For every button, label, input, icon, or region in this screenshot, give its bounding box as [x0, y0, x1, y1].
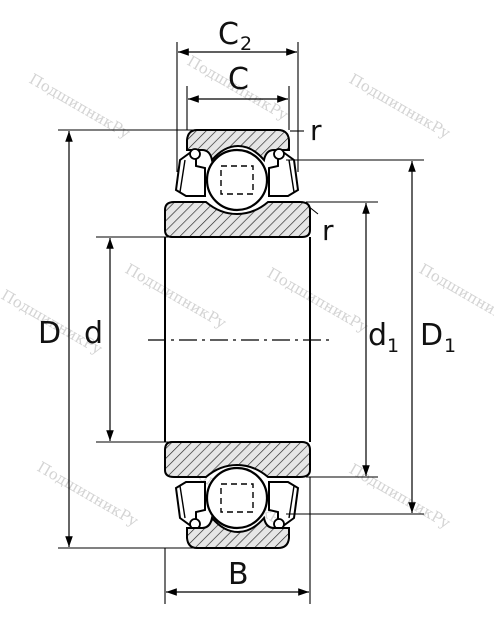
outer-ring-top: [186, 129, 290, 163]
label-c2: C: [218, 17, 239, 52]
label-d: d: [84, 316, 103, 351]
top-section: [164, 129, 311, 238]
ball-bottom: [205, 466, 269, 530]
label-r-mid: r: [322, 214, 334, 247]
inner-ring-bottom: [164, 441, 311, 478]
dimension-lines: [65, 48, 416, 596]
watermark-text: ПодшипникРу: [122, 260, 230, 332]
watermark-text: ПодшипникРу: [34, 458, 142, 530]
label-d1-subscript: 1: [387, 335, 399, 357]
label-D1: D: [420, 318, 443, 353]
watermark-text: ПодшипникРу: [346, 70, 454, 142]
ball-top: [205, 148, 269, 212]
watermark-text: ПодшипникРу: [264, 264, 372, 336]
label-c2-subscript: 2: [240, 33, 252, 55]
label-D: D: [38, 316, 61, 351]
inner-ring-top: [164, 201, 311, 238]
label-c: C: [228, 62, 249, 97]
cage-top: [220, 165, 254, 195]
label-d1: d: [368, 318, 387, 353]
extension-lines: [58, 42, 424, 604]
labels: C 2 C r r D d d 1 D 1 B: [38, 17, 456, 592]
label-B: B: [228, 557, 249, 592]
label-D1-subscript: 1: [444, 335, 456, 357]
bottom-section: [164, 441, 311, 549]
label-r-top: r: [310, 114, 322, 147]
cage-bottom: [220, 483, 254, 513]
watermark-text: ПодшипникРу: [346, 460, 454, 532]
watermark-text: ПодшипникРу: [26, 70, 134, 142]
